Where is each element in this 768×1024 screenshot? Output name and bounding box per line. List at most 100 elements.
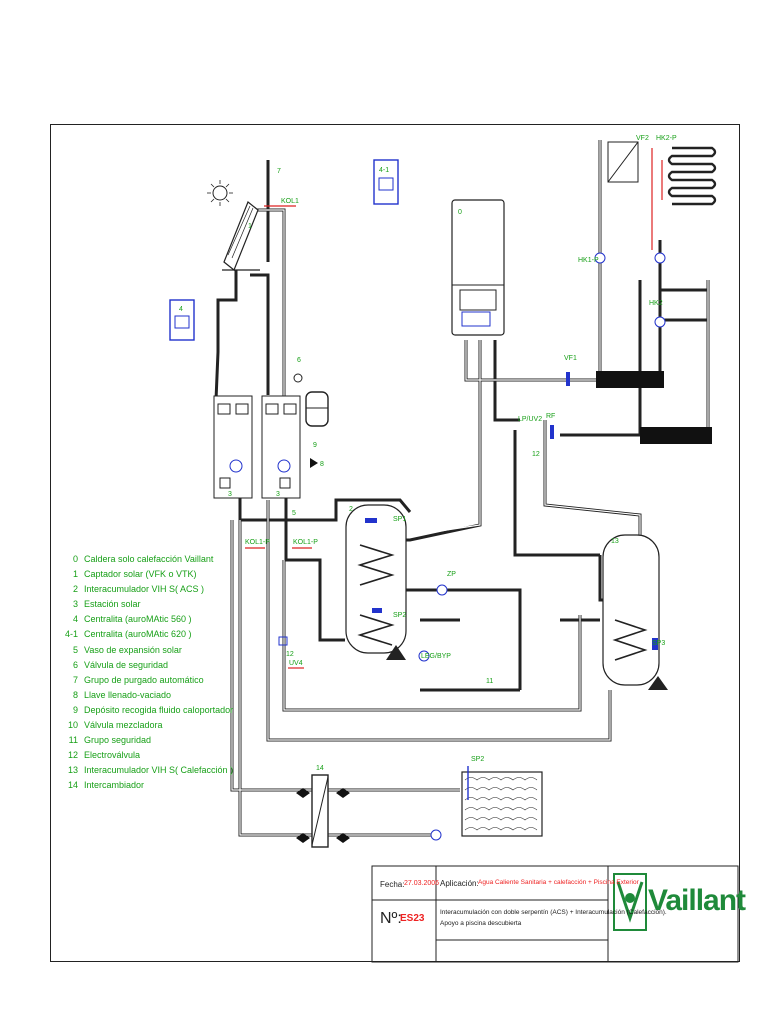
label-kol1p-b: KOL1-P <box>293 539 318 546</box>
legend-item: 9 Depósito recogida fluido caloportador <box>64 703 233 718</box>
controller-4-1-icon <box>373 159 399 205</box>
label-hk2p: HK2-P <box>656 135 677 142</box>
legend-text: Centralita (auroMAtic 560 ) <box>84 614 192 625</box>
legend-number: 2 <box>72 584 78 595</box>
fecha-value: 27.03.2006 <box>404 880 440 887</box>
vaillant-brand: Vaillant <box>648 884 746 917</box>
aplicacion-label: Aplicación: <box>440 879 479 888</box>
label-c6: 6 <box>297 357 301 364</box>
drain-valves <box>296 458 350 843</box>
legend-text: Centralita (auroMAtic 620 ) <box>84 629 192 640</box>
legend-item: 13 Interacumulador VIH S( Calefacción ) <box>64 763 233 778</box>
solar-station-left <box>213 395 253 499</box>
heat-exchanger <box>311 774 329 848</box>
legend-number: 7 <box>72 674 78 685</box>
label-lpuv2: LP/UV2 <box>518 416 542 423</box>
descripcion-line-2: Apoyo a piscina descubierta <box>440 920 522 927</box>
component-labels: 0 1 2 3 3 4 4-1 5 6 7 8 9 11 12 12 13 14 <box>179 167 619 772</box>
legend-number: 1 <box>72 569 78 580</box>
label-c4: 4 <box>179 306 183 313</box>
numero-label: Nº: <box>380 910 402 927</box>
numero-value: ES23 <box>400 913 425 924</box>
pump-icons <box>418 252 666 841</box>
label-sp1: SP1 <box>393 516 406 523</box>
legend-number: 14 <box>67 780 78 791</box>
vaillant-logo-icon <box>613 873 647 931</box>
red-sensor-lines <box>245 148 663 669</box>
floor-heating-coil <box>667 146 717 206</box>
legend-text: Captador solar (VFK o VTK) <box>84 569 197 580</box>
legend-number: 4 <box>72 614 78 625</box>
legend-number: 11 <box>68 735 78 746</box>
label-c12a: 12 <box>286 651 294 658</box>
legend-item: 4 Centralita (auroMAtic 560 ) <box>64 612 233 627</box>
label-vf2: VF2 <box>636 135 649 142</box>
legend-number: 4-1 <box>64 629 78 640</box>
legend-text: Interacumulador VIH S( Calefacción ) <box>84 765 234 776</box>
legend-text: Grupo seguridad <box>84 735 152 746</box>
label-hk2: HK2 <box>649 300 663 307</box>
legend-item: 3 Estación solar <box>64 597 233 612</box>
label-kol1p-a: KOL1-P <box>245 539 270 546</box>
label-sp2b: SP2 <box>471 756 484 763</box>
legend-number: 0 <box>72 554 78 564</box>
label-c12b: 12 <box>532 451 540 458</box>
label-c1: 1 <box>248 223 252 230</box>
legend-item: 5 Vaso de expansión solar <box>64 643 233 658</box>
label-sp2a: SP2 <box>393 612 406 619</box>
legend-number: 13 <box>67 765 78 776</box>
label-c5: 5 <box>292 510 296 517</box>
radiator-lower <box>640 427 712 444</box>
label-c0: 0 <box>458 209 462 216</box>
legend-item: 11 Grupo seguridad <box>64 733 233 748</box>
label-c11: 11 <box>486 678 493 685</box>
label-hk1p: HK1-P <box>578 257 599 264</box>
legend-text: Válvula de seguridad <box>84 659 169 670</box>
label-c2: 2 <box>349 506 353 513</box>
legend-item: 4-1 Centralita (auroMAtic 620 ) <box>64 627 233 642</box>
sensor-markers <box>278 372 570 646</box>
label-c3a: 3 <box>228 491 232 498</box>
label-c41: 4-1 <box>379 167 389 174</box>
label-legbyp: LEG/BYP <box>421 653 451 660</box>
legend-item: 1 Captador solar (VFK o VTK) <box>64 567 233 582</box>
legend-text: Válvula mezcladora <box>84 720 163 731</box>
controller-4-icon <box>169 299 195 341</box>
label-c8: 8 <box>320 461 324 468</box>
solar-station-right <box>261 395 301 499</box>
label-c13: 13 <box>611 538 619 545</box>
expansion-vessel <box>293 373 329 427</box>
pool <box>461 766 543 837</box>
heating-tank <box>602 534 668 690</box>
radiator-upper <box>596 371 664 388</box>
sun-icon <box>207 180 233 206</box>
mixing-valve-box <box>607 141 639 183</box>
sensor-labels: KOL1 KOL1-P KOL1-P SP1 SP2 SP2 SP3 ZP LE… <box>245 135 677 763</box>
label-c3b: 3 <box>276 491 280 498</box>
legend-number: 10 <box>67 720 78 731</box>
label-c9: 9 <box>313 442 317 449</box>
label-c14: 14 <box>316 765 324 772</box>
legend-text: Intercambiador <box>84 780 145 791</box>
aplicacion-value: Agua Caliente Sanitaria + calefacción + … <box>478 879 639 886</box>
legend-text: Depósito recogida fluido caloportador <box>84 704 234 715</box>
legend-text: Vaso de expansión solar <box>84 644 182 655</box>
boiler <box>451 199 505 336</box>
legend-item: 6 Válvula de seguridad <box>64 658 233 673</box>
legend-number: 6 <box>72 659 78 670</box>
legend-number: 8 <box>72 689 78 700</box>
legend-number: 9 <box>72 704 78 715</box>
legend-number: 5 <box>72 644 78 655</box>
label-zp: ZP <box>447 571 456 578</box>
legend-number: 3 <box>72 599 78 610</box>
label-rf: RF <box>546 413 555 420</box>
dhw-tank <box>345 504 407 660</box>
legend-text: Estación solar <box>84 599 141 610</box>
